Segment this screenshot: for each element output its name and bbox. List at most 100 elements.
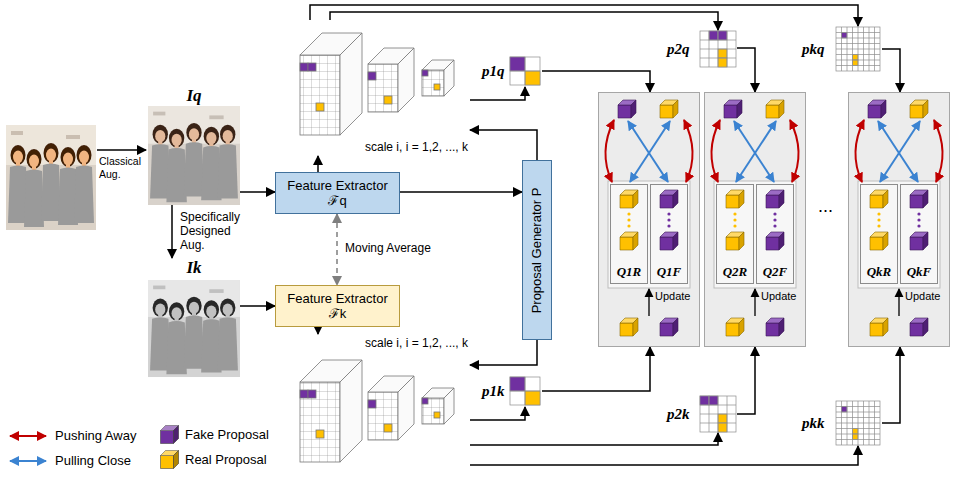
feature-pyramid: scale i, i = 1,2, ..., k <box>290 20 470 156</box>
queue-panel: Update Q1R Q1F <box>598 92 700 347</box>
queue-label: QkR <box>867 264 892 280</box>
connector <box>400 191 522 193</box>
key-photo <box>148 280 240 377</box>
image-label: Ik <box>148 258 240 377</box>
legend-item: Real Proposal <box>160 450 267 469</box>
connector <box>542 71 650 92</box>
proposal-map: pkq <box>800 26 882 72</box>
node-text: Feature Extractor ℱk <box>279 291 396 321</box>
queue-box: QkR <box>860 184 898 284</box>
queue-panel: Update QkR QkF <box>848 92 950 347</box>
queue-box: Q2F <box>756 184 794 284</box>
connector <box>317 327 319 334</box>
connector <box>737 48 755 92</box>
connector <box>470 433 718 445</box>
proposal-grids <box>510 27 880 445</box>
node-text: Proposal Generator P <box>530 187 545 313</box>
note-label: ... <box>818 196 833 218</box>
aug-arrow <box>97 149 146 151</box>
note-label: Classical Aug. <box>99 155 147 180</box>
process-box: Feature Extractor ℱk <box>275 285 400 327</box>
node-text: Update <box>761 289 796 303</box>
connector <box>317 156 319 172</box>
legend-swatch <box>160 450 179 469</box>
legend-swatch <box>160 425 179 444</box>
proposal-map: p1q <box>480 55 542 87</box>
legend-line-samples <box>10 436 46 461</box>
queue-box: Q1F <box>650 184 688 284</box>
legend-item: Pushing Away <box>55 428 136 443</box>
connector <box>542 347 650 391</box>
connector <box>310 5 858 26</box>
cube-shade <box>174 426 179 444</box>
source-photo <box>6 125 96 230</box>
connector <box>240 191 275 193</box>
queue-box: Q2R <box>716 184 754 284</box>
legend-text: Real Proposal <box>185 452 267 467</box>
cube-face <box>174 426 179 444</box>
node-text: pkk <box>802 415 825 432</box>
cube-face <box>161 431 174 444</box>
queue-panel: Update Q2R Q2F <box>704 92 806 347</box>
queue-label: Q1F <box>657 264 682 280</box>
proposal-map: p1k <box>480 375 542 407</box>
cube-face <box>161 456 174 469</box>
edge-label: Moving Average <box>345 241 431 255</box>
edge-label: Specifically Designed Aug. <box>180 210 258 252</box>
legend-item: Pulling Close <box>55 453 131 468</box>
proposal-map: pkk <box>800 400 882 446</box>
connector <box>240 305 275 307</box>
connector <box>470 446 858 465</box>
connector <box>171 205 173 258</box>
legend-item: Fake Proposal <box>160 425 269 444</box>
node-text: Update <box>905 289 940 303</box>
feature-pyramid: scale i, i = 1,2, ..., k <box>290 334 470 479</box>
cube-face <box>174 451 179 469</box>
node-text: Ik <box>186 258 201 278</box>
node-text: p1q <box>482 63 505 80</box>
queue-label: Q2F <box>763 264 788 280</box>
process-box: Feature Extractor ℱq <box>275 172 400 214</box>
node-text: Iq <box>186 86 201 106</box>
queue-panel-art <box>848 92 950 347</box>
node-text: p1k <box>482 383 505 400</box>
proposal-map: p2q <box>665 30 737 68</box>
queue-box: Q1R <box>610 184 648 284</box>
connector <box>882 347 900 423</box>
connector <box>882 49 900 92</box>
query-photo <box>148 106 240 205</box>
connector <box>336 214 338 285</box>
legend-text: Pushing Away <box>55 428 136 443</box>
node-text: scale i, i = 1,2, ..., k <box>365 140 468 154</box>
generator-box: Proposal Generator P <box>522 160 552 340</box>
queue-panel-art <box>598 92 700 347</box>
connector <box>470 340 537 365</box>
feature-pyramid-query <box>300 33 454 135</box>
node-text: p2k <box>667 406 690 423</box>
node-text: pkq <box>802 41 825 58</box>
image-label: Iq <box>148 86 240 205</box>
queue-label: Q1R <box>617 264 642 280</box>
node-text: scale i, i = 1,2, ..., k <box>365 336 468 350</box>
node-text: p2q <box>667 41 690 58</box>
legend-text: Fake Proposal <box>185 427 269 442</box>
connector <box>470 87 525 100</box>
node-text: Feature Extractor ℱq <box>279 178 396 208</box>
cube-shade <box>174 451 179 469</box>
queue-panel-art <box>704 92 806 347</box>
node-text: Update <box>655 289 690 303</box>
queue-label: Q2R <box>723 264 748 280</box>
connector <box>330 12 718 30</box>
connector <box>470 130 537 160</box>
feature-pyramid-key <box>300 360 454 462</box>
connector <box>470 407 525 420</box>
queue-panels <box>598 92 950 347</box>
proposal-map: p2k <box>665 395 737 433</box>
queue-box: QkF <box>900 184 938 284</box>
connector <box>737 347 755 414</box>
queue-label: QkF <box>907 264 932 280</box>
legend-text: Pulling Close <box>55 453 131 468</box>
